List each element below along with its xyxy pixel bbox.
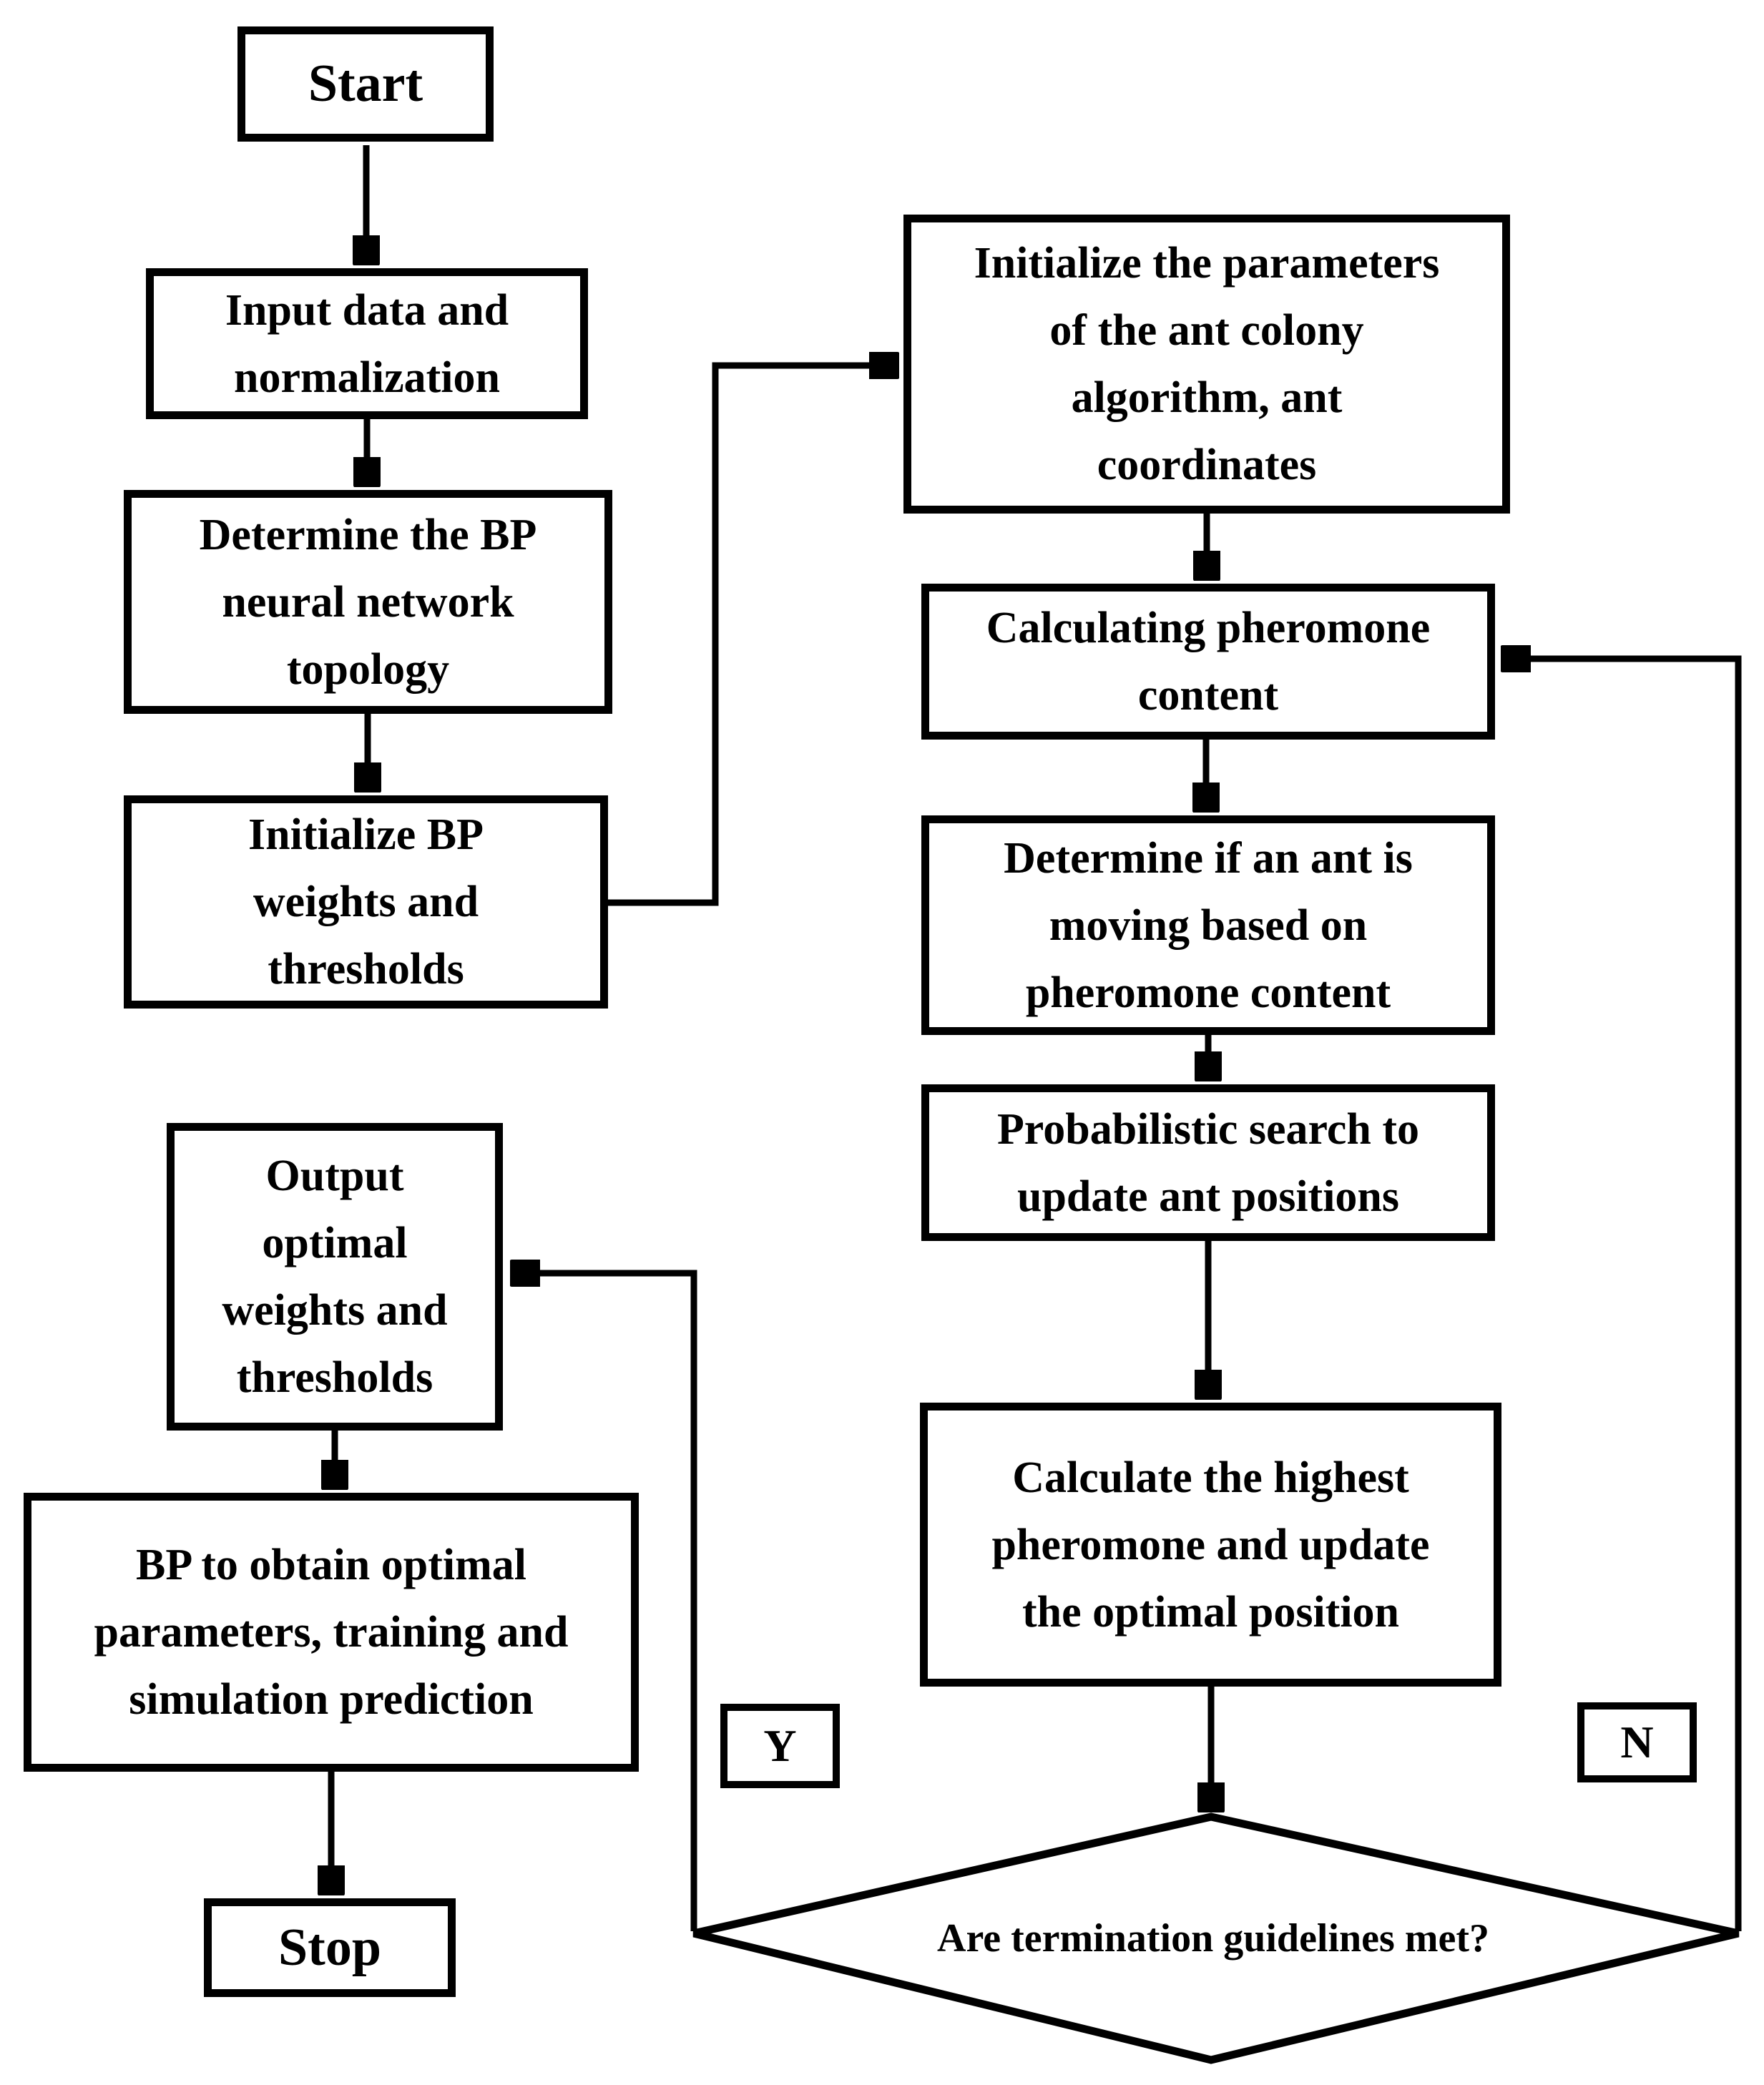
node-determine-ant-moving: Determine if an ant is moving based on p… — [921, 815, 1495, 1035]
node-stop: Stop — [204, 1898, 456, 1997]
node-label: N — [1620, 1717, 1654, 1767]
node-probabilistic-search: Probabilistic search to update ant posit… — [921, 1084, 1495, 1241]
branch-label-yes: Y — [720, 1704, 840, 1788]
branch-label-no: N — [1577, 1702, 1697, 1782]
node-label: Calculating pheromone content — [986, 604, 1431, 720]
node-label: Are termination guidelines met? — [937, 1916, 1489, 1961]
node-label: Initialize BP weights and thresholds — [248, 810, 484, 994]
node-label: Start — [308, 54, 423, 113]
node-start: Start — [237, 26, 494, 142]
node-determine-bp-topology: Determine the BP neural network topology — [124, 490, 612, 714]
edge-decision-yes-output — [513, 1273, 697, 1931]
node-label: Initialize the parameters of the ant col… — [974, 239, 1440, 489]
node-label: Probabilistic search to update ant posit… — [996, 1104, 1420, 1221]
node-output-optimal-weights: Output optimal weights and thresholds — [167, 1123, 503, 1431]
node-label: Stop — [278, 1918, 381, 1977]
node-label: Output optimal weights and thresholds — [222, 1152, 448, 1402]
node-initialize-bp-weights: Initialize BP weights and thresholds — [124, 795, 608, 1009]
node-calculating-pheromone: Calculating pheromone content — [921, 584, 1495, 740]
node-bp-obtain-optimal: BP to obtain optimal parameters, trainin… — [24, 1493, 639, 1772]
node-decision-termination: Are termination guidelines met? — [715, 1903, 1711, 1974]
node-label: Input data and normalization — [225, 285, 509, 402]
node-label: Determine if an ant is moving based on p… — [1004, 833, 1413, 1017]
node-label: Calculate the highest pheromone and upda… — [991, 1453, 1430, 1637]
node-calculate-highest-pheromone: Calculate the highest pheromone and upda… — [920, 1403, 1501, 1687]
node-label: BP to obtain optimal parameters, trainin… — [94, 1541, 569, 1724]
edge-decision-no-feedback — [1504, 659, 1742, 1931]
node-label: Y — [763, 1720, 797, 1771]
node-label: Determine the BP neural network topology — [199, 510, 537, 694]
node-input-data: Input data and normalization — [146, 268, 588, 419]
decision-diamond-shape — [692, 1812, 1740, 2064]
node-initialize-ant-parameters: Initialize the parameters of the ant col… — [903, 215, 1510, 514]
edge-initbp-initantparams — [604, 366, 896, 906]
